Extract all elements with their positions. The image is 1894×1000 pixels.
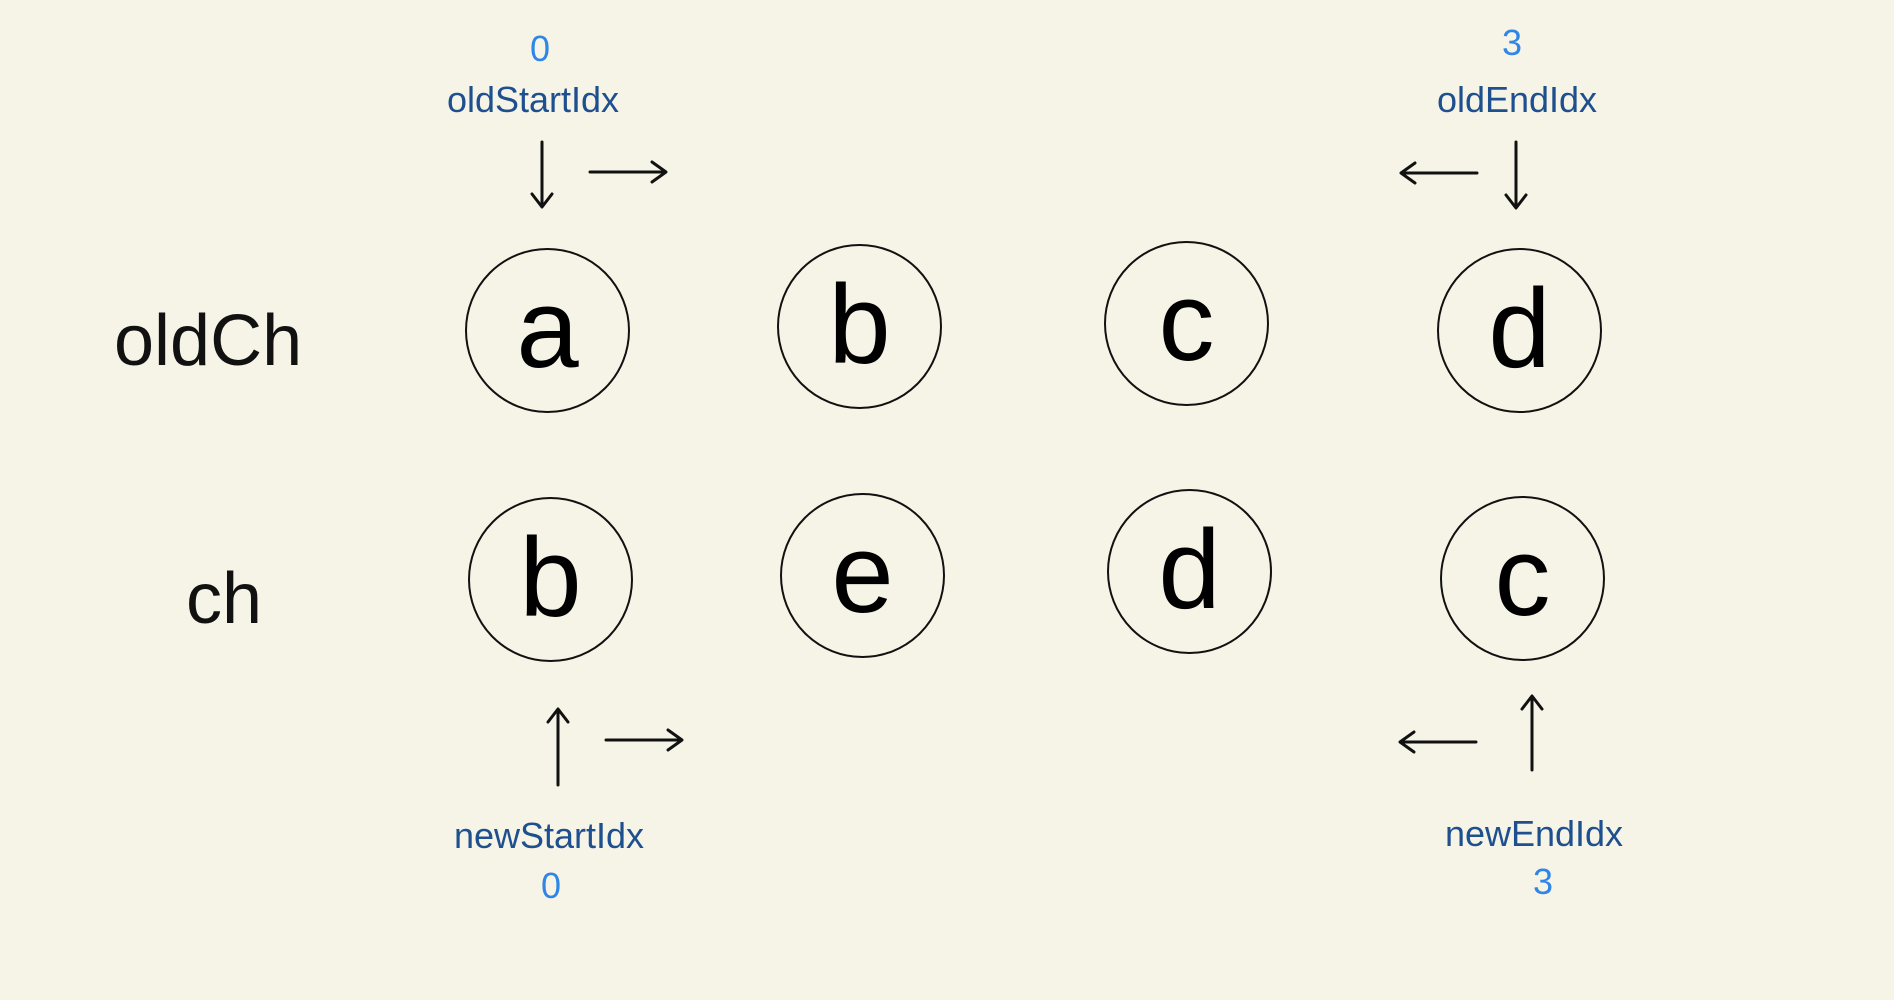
old-node-3: d [1437, 248, 1602, 413]
arrow-left-icon [1399, 161, 1479, 185]
new-node-3: c [1440, 496, 1605, 661]
new-node-1-label: e [831, 510, 894, 636]
row-label-old: oldCh [114, 301, 303, 381]
arrow-right-icon [604, 728, 684, 752]
new-node-2-label: d [1158, 506, 1221, 632]
old-end-idx-label: oldEndIdx [1436, 79, 1598, 120]
new-start-idx-value: 0 [540, 865, 562, 906]
old-start-idx-value: 0 [529, 28, 551, 69]
old-start-idx-label: oldStartIdx [446, 79, 620, 120]
old-node-2-label: c [1158, 258, 1215, 384]
new-node-1: e [780, 493, 945, 658]
old-node-3-label: d [1488, 265, 1551, 391]
old-node-0: a [465, 248, 630, 413]
new-end-idx-label: newEndIdx [1444, 813, 1624, 854]
old-node-0-label: a [516, 265, 579, 391]
arrow-down-icon [1504, 140, 1528, 210]
new-node-0-label: b [519, 514, 582, 640]
arrow-left-icon [1398, 730, 1478, 754]
arrow-up-icon [546, 707, 570, 787]
new-node-0: b [468, 497, 633, 662]
old-node-2: c [1104, 241, 1269, 406]
row-label-new: ch [186, 559, 263, 639]
new-node-2: d [1107, 489, 1272, 654]
new-end-idx-value: 3 [1532, 861, 1554, 902]
new-node-3-label: c [1494, 513, 1551, 639]
arrow-right-icon [588, 160, 668, 184]
arrow-up-icon [1520, 694, 1544, 772]
old-end-idx-value: 3 [1501, 22, 1523, 63]
old-node-1: b [777, 244, 942, 409]
new-start-idx-label: newStartIdx [453, 815, 645, 856]
old-node-1-label: b [828, 261, 891, 387]
arrow-down-icon [530, 140, 554, 209]
